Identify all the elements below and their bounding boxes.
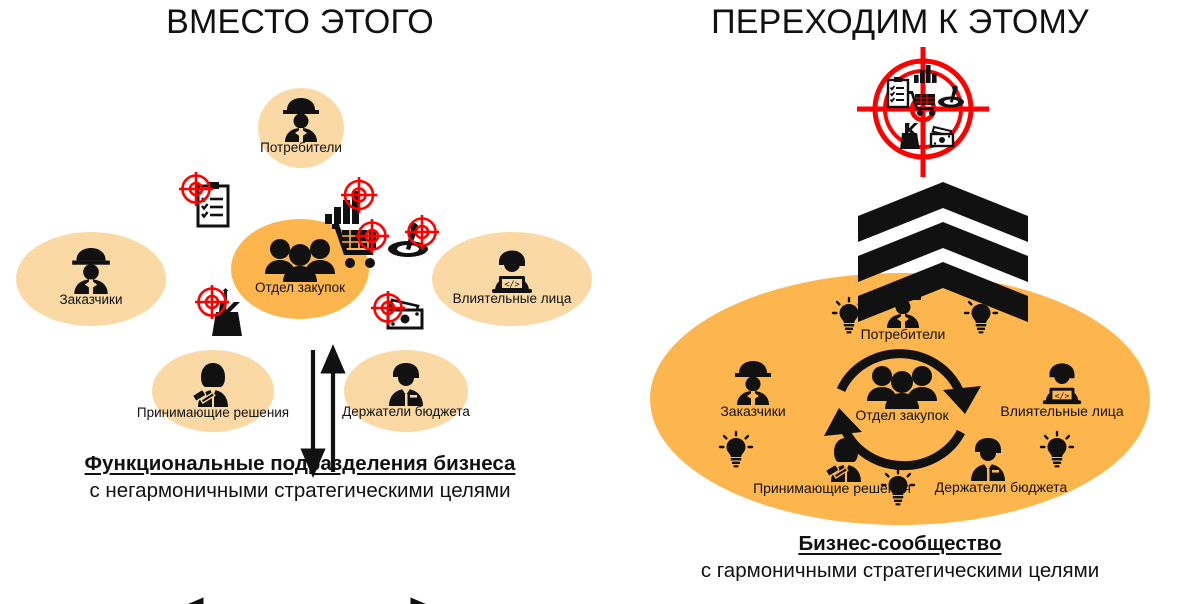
worker-helmet-icon xyxy=(69,247,113,294)
scattered-goal-factory xyxy=(195,282,254,338)
node-influencers[interactable]: </> Влиятельные лица xyxy=(432,232,592,326)
node-label: Отдел закупок xyxy=(855,407,949,423)
crosshair-target-icon xyxy=(855,47,991,177)
developer-laptop-icon: </> xyxy=(1038,361,1086,405)
lightbulb-icon xyxy=(880,468,916,506)
contained-factory-icon xyxy=(900,123,920,149)
judge-gavel-icon xyxy=(823,436,869,482)
node-procurement-center[interactable]: Отдел закупок xyxy=(843,355,961,433)
worker-helmet-icon xyxy=(882,284,924,328)
node-consumers[interactable]: Потребители xyxy=(258,88,344,168)
node-customers[interactable]: Заказчики xyxy=(16,232,166,326)
panel-before-caption: Функциональные подразделения бизнеса с н… xyxy=(0,452,600,503)
panel-before: ВМЕСТО ЭТОГО xyxy=(0,3,600,604)
node-label: Влиятельные лица xyxy=(1000,403,1124,419)
group-people-icon xyxy=(865,365,939,409)
node-decision-makers[interactable]: Принимающие решения xyxy=(744,430,920,502)
developer-laptop-icon: </> xyxy=(487,249,537,293)
contained-clipboard-icon xyxy=(886,77,910,109)
chevron-up-icon xyxy=(858,182,1028,322)
judge-gavel-icon xyxy=(190,361,236,407)
scattered-goal-bar-chart xyxy=(323,177,379,232)
scattered-goal-clipboard xyxy=(178,172,236,230)
node-decision-makers[interactable]: Принимающие решения xyxy=(137,350,289,432)
scattered-goal-radar xyxy=(386,215,444,268)
lightbulb-icon xyxy=(1039,430,1075,468)
node-label: Заказчики xyxy=(59,291,123,307)
node-consumers[interactable]: Потребители xyxy=(858,280,948,346)
left-connector-arrows xyxy=(174,344,440,604)
node-label: Потребители xyxy=(860,326,946,342)
lightbulb-icon xyxy=(963,296,999,334)
caption-line-1: Функциональные подразделения бизнеса xyxy=(84,452,516,475)
lightbulb-icon xyxy=(718,430,754,468)
svg-text:</>: </> xyxy=(1055,390,1070,400)
scattered-goal-cart xyxy=(330,218,392,272)
node-label: Потребители xyxy=(260,139,342,155)
contained-money-cash-icon xyxy=(929,125,955,148)
node-label: Держатели бюджета xyxy=(934,479,1068,495)
contained-radar-dish-icon xyxy=(938,85,964,108)
node-label: Заказчики xyxy=(720,403,786,419)
contained-bar-chart-icon xyxy=(914,65,937,83)
scattered-goal-money xyxy=(370,288,432,340)
worker-helmet-icon xyxy=(732,361,774,405)
panel-after: ПЕРЕХОДИМ К ЭТОМУ xyxy=(600,0,1200,604)
node-label: Держатели бюджета xyxy=(342,403,470,419)
svg-text:</>: </> xyxy=(504,280,519,290)
contained-shopping-cart-icon xyxy=(909,91,935,116)
panel-after-caption: Бизнес-сообщество с гармоничными стратег… xyxy=(600,532,1200,583)
group-people-icon xyxy=(263,238,337,282)
lightbulb-icon xyxy=(831,296,867,334)
panel-after-title: ПЕРЕХОДИМ К ЭТОМУ xyxy=(711,3,1089,41)
businessman-tie-icon xyxy=(384,362,428,406)
node-influencers[interactable]: </> Влиятельные лица xyxy=(992,355,1132,425)
node-label: Принимающие решения xyxy=(136,404,290,420)
node-budget-holders[interactable]: Держатели бюджета xyxy=(920,430,1082,502)
node-label: Отдел закупок xyxy=(254,279,346,295)
businessman-tie-icon xyxy=(966,437,1010,481)
caption-line-2: с гармоничными стратегическими целями xyxy=(700,559,1100,582)
node-label: Принимающие решения xyxy=(753,480,911,496)
node-label: Влиятельные лица xyxy=(452,290,572,306)
caption-line-1: Бизнес-сообщество xyxy=(798,532,1002,555)
caption-line-2: с негармоничными стратегическими целями xyxy=(89,479,511,502)
panel-before-title: ВМЕСТО ЭТОГО xyxy=(166,3,434,41)
worker-helmet-icon xyxy=(280,97,322,142)
node-budget-holders[interactable]: Держатели бюджета xyxy=(342,350,470,432)
node-customers[interactable]: Заказчики xyxy=(700,355,806,425)
